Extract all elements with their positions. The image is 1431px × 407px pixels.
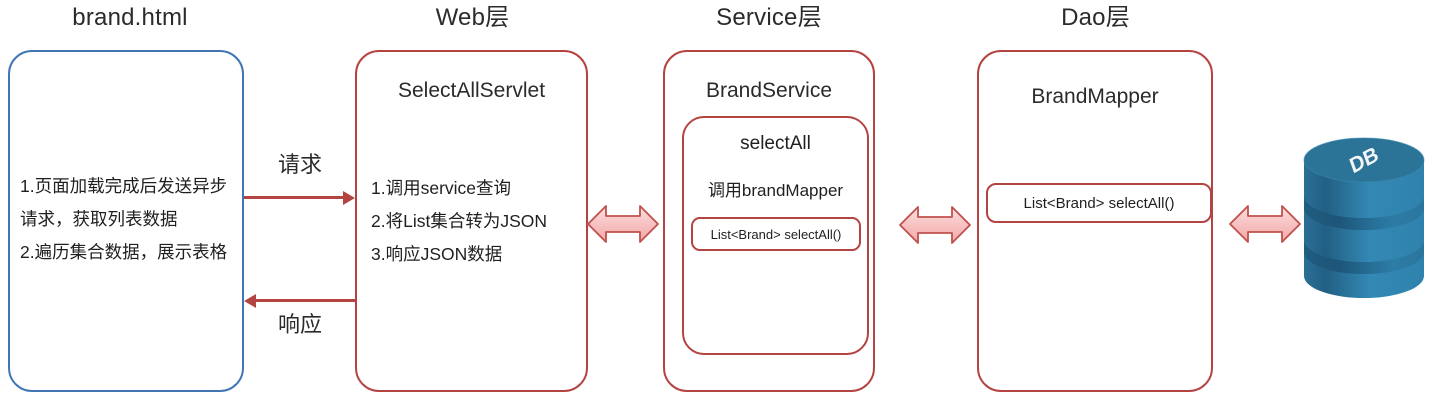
web-step-3: 3.响应JSON数据 <box>371 244 503 264</box>
client-step-2: 2.遍历集合数据，展示表格 <box>20 242 228 262</box>
dao-db-double-arrow-icon <box>1228 201 1302 247</box>
client-step-1: 1.页面加载完成后发送异步请求，获取列表数据 <box>20 176 228 229</box>
dao-signature-text: List<Brand> selectAll() <box>1023 194 1175 212</box>
service-method-heading-text: selectAll <box>740 133 811 154</box>
service-method-heading: selectAll <box>684 133 867 155</box>
web-step-1: 1.调用service查询 <box>371 178 512 198</box>
service-layer-heading-text: BrandService <box>705 79 833 102</box>
column-title-web: Web层 <box>355 3 590 33</box>
service-dao-double-arrow-icon <box>898 202 972 248</box>
client-steps: 1.页面加载完成后发送异步请求，获取列表数据 2.遍历集合数据，展示表格 <box>20 170 238 269</box>
web-step-2: 2.将List集合转为JSON <box>371 211 547 231</box>
dao-signature-box: List<Brand> selectAll() <box>986 183 1212 223</box>
web-layer-steps: 1.调用service查询 2.将List集合转为JSON 3.响应JSON数据 <box>371 172 581 271</box>
column-title-service-text: Service层 <box>716 4 822 31</box>
column-title-client: brand.html <box>10 3 250 33</box>
response-arrow-line <box>256 299 355 302</box>
column-title-client-text: brand.html <box>72 4 188 31</box>
dao-layer-heading: BrandMapper <box>979 84 1211 110</box>
request-arrow-line <box>244 196 344 199</box>
column-title-dao: Dao层 <box>978 3 1213 33</box>
column-title-dao-text: Dao层 <box>1061 4 1130 31</box>
service-layer-heading: BrandService <box>665 78 873 104</box>
response-label: 响应 <box>244 312 356 338</box>
service-method-body: 调用brandMapper <box>684 176 867 201</box>
client-layer-box: 1.页面加载完成后发送异步请求，获取列表数据 2.遍历集合数据，展示表格 <box>8 50 244 392</box>
service-signature-box: List<Brand> selectAll() <box>691 217 861 251</box>
response-label-text: 响应 <box>277 312 322 337</box>
web-layer-box: SelectAllServlet 1.调用service查询 2.将List集合… <box>355 50 588 392</box>
service-method-body-text: 调用brandMapper <box>707 181 844 200</box>
column-title-service: Service层 <box>663 3 875 33</box>
dao-layer-heading-text: BrandMapper <box>1031 85 1159 108</box>
web-layer-heading-text: SelectAllServlet <box>397 79 546 102</box>
web-layer-heading: SelectAllServlet <box>357 78 586 104</box>
response-arrow-head-icon <box>244 293 256 308</box>
web-service-double-arrow-icon <box>586 201 660 247</box>
request-label: 请求 <box>244 152 356 178</box>
database-cylinder-icon: DB <box>1300 136 1428 308</box>
service-signature-text: List<Brand> selectAll() <box>710 226 842 242</box>
request-label-text: 请求 <box>277 152 322 177</box>
column-title-web-text: Web层 <box>435 4 510 31</box>
request-arrow-head-icon <box>343 190 355 205</box>
